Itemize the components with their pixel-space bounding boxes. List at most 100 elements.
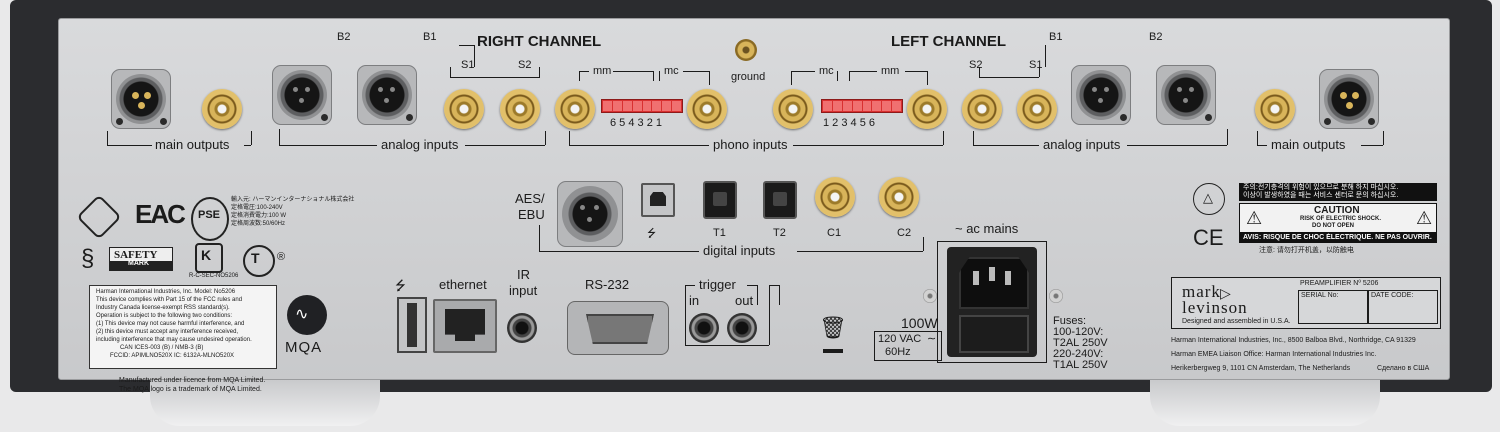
vac-symbol: ∼ [927,333,937,345]
t2-label: T2 [773,227,786,239]
left-analog-b1-xlr[interactable] [1071,65,1131,125]
left-phono-mm-rca[interactable] [907,89,947,129]
trigger-in-jack[interactable] [689,313,719,343]
right-channel-title: RIGHT CHANNEL [477,33,602,50]
right-s2-label: S2 [518,59,532,71]
right-phono-dip-switch[interactable] [601,99,683,113]
address-line3: Herikerbergweg 9, 1101 CN Amsterdam, The… [1171,365,1351,372]
lightning-warning-icon: ⚠ [1246,208,1263,228]
kc-code: R-C-SEC-NO5206 [189,273,239,279]
ebu-label: EBU [518,207,545,222]
ir-input-label: input [509,283,538,298]
brand-arrow-icon: ▷ [1220,285,1231,301]
model-plate: mark ▷ levinson Designed and assembled i… [1171,277,1441,329]
left-analog-s1-rca[interactable] [1017,89,1057,129]
c2-label: C2 [897,227,912,239]
power-watts-label: 100W [901,315,938,331]
japan-import-info: 輸入元: ハーマンインターナショナル株式会社 定格電圧:100-240V 定格消… [231,197,355,227]
left-analog-b2-xlr[interactable] [1156,65,1216,125]
right-main-output-xlr[interactable] [111,69,171,129]
ethernet-port[interactable] [433,299,497,353]
vac-label: 120 VAC [878,333,922,345]
model-number: PREAMPLIFIER Nº 5206 [1300,280,1379,287]
left-b2-label: B2 [1149,31,1163,43]
address-line2: Harman EMEA Liaison Office: Harman Inter… [1171,351,1377,358]
ce-mark: CE [1193,225,1224,250]
ir-input-jack[interactable] [507,313,537,343]
iec-power-inlet[interactable] [947,247,1037,357]
phono-inputs-label: phono inputs [713,137,788,152]
fuses-label: Fuses: [1053,315,1087,327]
panel-screw [923,289,937,303]
left-channel-title: LEFT CHANNEL [891,33,1006,50]
hz-label: 60Hz [885,346,911,358]
left-phono-dip-switch[interactable] [821,99,903,113]
registered-mark: ® [277,251,286,263]
left-analog-s2-rca[interactable] [962,89,1002,129]
coax-c2-rca[interactable] [879,177,919,217]
left-mm-label: mm [881,65,900,77]
fuse-range-1: 100-120V: [1053,326,1104,338]
right-dip-numbers: 6 5 4 3 2 1 [610,117,662,129]
trigger-label: trigger [699,277,736,292]
brand-tagline: Designed and assembled in U.S.A. [1182,318,1291,325]
date-code-box: DATE CODE: [1368,290,1438,324]
serial-box: SERIAL No: [1298,290,1368,324]
mqa-licence-line2: The MQA logo is a trademark of MQA Limit… [119,386,262,393]
avis-warning: AVIS: RISQUE DE CHOC ÉLECTRIQUE. NE PAS … [1239,233,1437,243]
aes-label: AES/ [515,191,545,206]
right-main-output-rca[interactable] [202,89,242,129]
weee-bin-icon: 🗑 [819,315,847,340]
ethernet-label: ethernet [439,277,487,292]
mqa-licence-line1: Manufactured under licence from MQA Limi… [119,377,266,384]
left-main-output-xlr[interactable] [1319,69,1379,129]
voltage-box: 120 VAC ∼ 60Hz [874,331,942,361]
left-s1-label: S1 [1029,59,1043,71]
left-foot [150,380,380,426]
exclamation-warning-icon: ⚠ [1416,208,1433,228]
energy-swirl-icon: § [81,245,95,272]
fuse-rating-2: T1AL 250V [1053,359,1108,371]
usb-a-icon: ⭍ [395,278,406,293]
right-foot [1150,380,1380,426]
optical-t2-port[interactable] [763,181,797,219]
usb-icon: ⭍ [647,228,657,240]
trigger-out-jack[interactable] [727,313,757,343]
right-analog-s2-rca[interactable] [500,89,540,129]
optical-t1-port[interactable] [703,181,737,219]
left-analog-inputs-label: analog inputs [1043,137,1121,152]
mqa-logo-icon: ∿ [287,295,327,335]
left-mc-label: mc [819,65,834,77]
rs232-label: RS-232 [585,277,630,292]
right-mc-label: mc [664,65,679,77]
telec-mark-icon: T [243,245,275,277]
right-phono-mm-rca[interactable] [555,89,595,129]
trigger-out-label: out [735,293,754,308]
right-s1-label: S1 [461,59,475,71]
right-phono-mc-rca[interactable] [687,89,727,129]
right-analog-b2-xlr[interactable] [272,65,332,125]
usb-b-port[interactable] [641,183,675,217]
safety-mark: SAFETY MARK [109,247,173,271]
aes-ebu-xlr[interactable] [557,181,623,247]
left-phono-mc-rca[interactable] [773,89,813,129]
made-in-usa-russian: Сделано в США [1377,365,1430,372]
usb-a-port[interactable] [397,297,427,353]
trigger-in-label: in [689,293,700,308]
ground-terminal[interactable] [735,39,757,61]
fcc-sticker: Harman International Industries, Inc. Mo… [89,285,277,369]
left-dip-numbers: 1 2 3 4 5 6 [823,117,875,129]
fuse-rating-1: T2AL 250V [1053,337,1108,349]
coax-c1-rca[interactable] [815,177,855,217]
left-main-output-rca[interactable] [1255,89,1295,129]
right-analog-s1-rca[interactable] [444,89,484,129]
kc-mark-icon: K [195,243,223,273]
brand-levinson: levinson [1182,298,1248,317]
rs232-port[interactable] [567,301,669,355]
left-b1-label: B1 [1049,31,1063,43]
eac-mark: EAC [135,199,186,229]
korean-warning: 주의:전기충격의 위험이 있으므로 분해 하지 마십시오. 이상이 발생하였을 … [1239,183,1437,201]
right-b2-label: B2 [337,31,351,43]
right-b1-label: B1 [423,31,437,43]
right-analog-b1-xlr[interactable] [357,65,417,125]
